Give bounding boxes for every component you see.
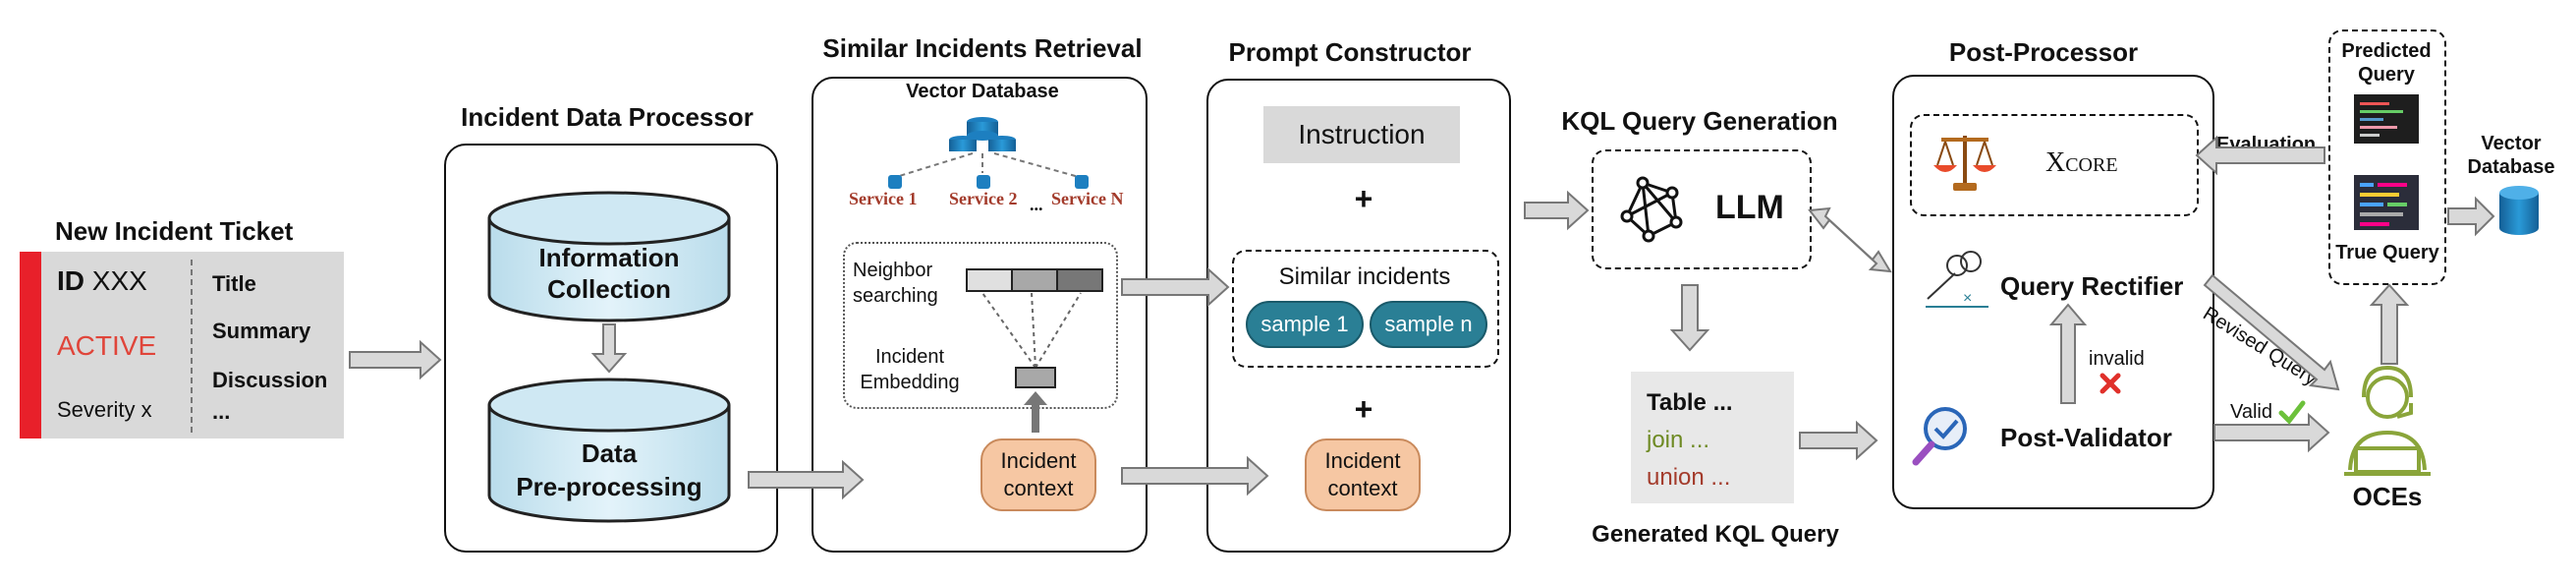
- post-title: Post-Processor: [1948, 37, 2139, 67]
- arrow-llm-postproc-double: [1808, 206, 1892, 273]
- embedding-links: [981, 292, 1082, 369]
- service-db-icons: [888, 175, 1089, 189]
- vector-db-icon: [949, 117, 1016, 151]
- ticket-divider: [191, 260, 193, 433]
- ticket-status: ACTIVE: [57, 330, 157, 361]
- preprocessing-label: Data Pre-processing: [516, 438, 702, 501]
- service-1-label: Service 1: [849, 189, 917, 208]
- arrow-oce-to-true-query: [2369, 283, 2410, 365]
- arrow-evaluation: [2195, 135, 2325, 176]
- arrow-llm-to-query: [1669, 284, 1710, 352]
- predicted-query-thumbnail: [2354, 94, 2419, 144]
- arrow-revised-to-oce: [2203, 273, 2340, 391]
- ticket-field-title: Title: [212, 271, 256, 296]
- generated-query-title: Generated KQL Query: [1592, 521, 1839, 548]
- arrow-processor-to-retrieval: [748, 459, 865, 500]
- arrow-collection-to-preprocessing: [590, 323, 628, 374]
- service-ellipsis: ...: [1030, 195, 1043, 214]
- ticket-field-discussion: Discussion: [212, 368, 328, 392]
- arrow-true-query-to-db: [2447, 196, 2495, 237]
- query-line-union: union ...: [1647, 464, 1731, 491]
- llm-network-icon: [1620, 176, 1683, 243]
- valid-check-icon: [2278, 400, 2306, 425]
- arrow-query-to-validator: [1799, 420, 1878, 461]
- post-validator-label: Post-Validator: [2000, 423, 2172, 452]
- similar-incidents-label: Similar incidents: [1278, 263, 1451, 290]
- true-query-label: True Query: [2335, 242, 2439, 263]
- llm-box: [1592, 149, 1812, 269]
- generated-query-card: [1631, 372, 1794, 503]
- preprocessing-cylinder: [487, 378, 731, 523]
- query-line-table: Table ...: [1647, 389, 1733, 416]
- right-db-icon: [2499, 186, 2539, 235]
- neighbor-search-area: [843, 242, 1118, 409]
- balance-scale-icon: [1933, 136, 1996, 191]
- embedding-cell: [1015, 367, 1056, 388]
- llm-label: LLM: [1715, 189, 1784, 226]
- invalid-label: invalid: [2089, 348, 2145, 370]
- service-n-label: Service N: [1051, 189, 1123, 208]
- xcore-label: Xcore: [2045, 147, 2118, 178]
- vector-database-label: Vector Database: [906, 81, 1059, 102]
- svg-text:×: ×: [1963, 290, 1972, 307]
- info-collection-cylinder: [487, 191, 731, 322]
- processor-title: Incident Data Processor: [461, 102, 754, 132]
- arrow-context-to-embedding: [1024, 391, 1047, 433]
- arrow-neighbor-to-similar: [1121, 266, 1230, 308]
- oce-person-icon: [2344, 365, 2431, 476]
- block-arrows: [349, 135, 2495, 500]
- sample-1-pill: sample 1: [1246, 301, 1364, 348]
- ticket-id-label: ID: [57, 265, 84, 296]
- arrow-validator-to-rectifier: [2048, 303, 2088, 404]
- plus-sign-1: +: [1354, 181, 1373, 216]
- sample-n-pill: sample n: [1370, 301, 1487, 348]
- plus-sign-2: +: [1354, 391, 1373, 427]
- arrow-prompt-to-llm: [1524, 190, 1590, 231]
- neighbor-vector-bar: [966, 268, 1103, 292]
- evaluation-queries-box: [2328, 29, 2446, 285]
- validator-magnifier-icon: [1912, 407, 1967, 466]
- ticket-card: ID XXX ACTIVE Severity x Title Summary D…: [20, 252, 344, 438]
- query-rectifier-label: Query Rectifier: [2000, 271, 2184, 301]
- incident-embedding-label: Incident Embedding: [860, 346, 960, 393]
- oces-label: OCEs: [2352, 482, 2423, 511]
- arrow-context-to-context: [1121, 455, 1269, 496]
- instruction-block: Instruction: [1263, 106, 1460, 163]
- rectifier-icon: ×: [1926, 251, 1988, 308]
- ticket-field-summary: Summary: [212, 319, 311, 343]
- xcore-box: [1910, 114, 2199, 216]
- ticket-title: New Incident Ticket: [55, 216, 294, 246]
- service-2-label: Service 2: [949, 189, 1017, 208]
- service-links: [895, 152, 1080, 178]
- info-collection-label: Information Collection: [538, 243, 680, 304]
- retrieval-title: Similar Incidents Retrieval: [822, 33, 1143, 63]
- invalid-cross-icon: [2100, 373, 2121, 394]
- ticket-id-value: XXX: [91, 265, 147, 296]
- true-query-thumbnail: [2354, 175, 2419, 230]
- valid-label: Valid: [2230, 401, 2272, 423]
- arrow-valid-to-oce: [2213, 412, 2330, 453]
- generation-title: KQL Query Generation: [1561, 106, 1838, 136]
- query-line-join: join ...: [1647, 427, 1710, 453]
- ticket-id: ID XXX: [57, 265, 147, 297]
- neighbor-searching-label: Neighbor searching: [853, 260, 938, 307]
- arrow-ticket-to-processor: [349, 339, 442, 380]
- ticket-field-more: ...: [212, 399, 231, 424]
- ticket-severity: Severity x: [57, 397, 152, 422]
- ticket-accent-bar: [20, 252, 41, 438]
- prompt-title: Prompt Constructor: [1228, 37, 1472, 67]
